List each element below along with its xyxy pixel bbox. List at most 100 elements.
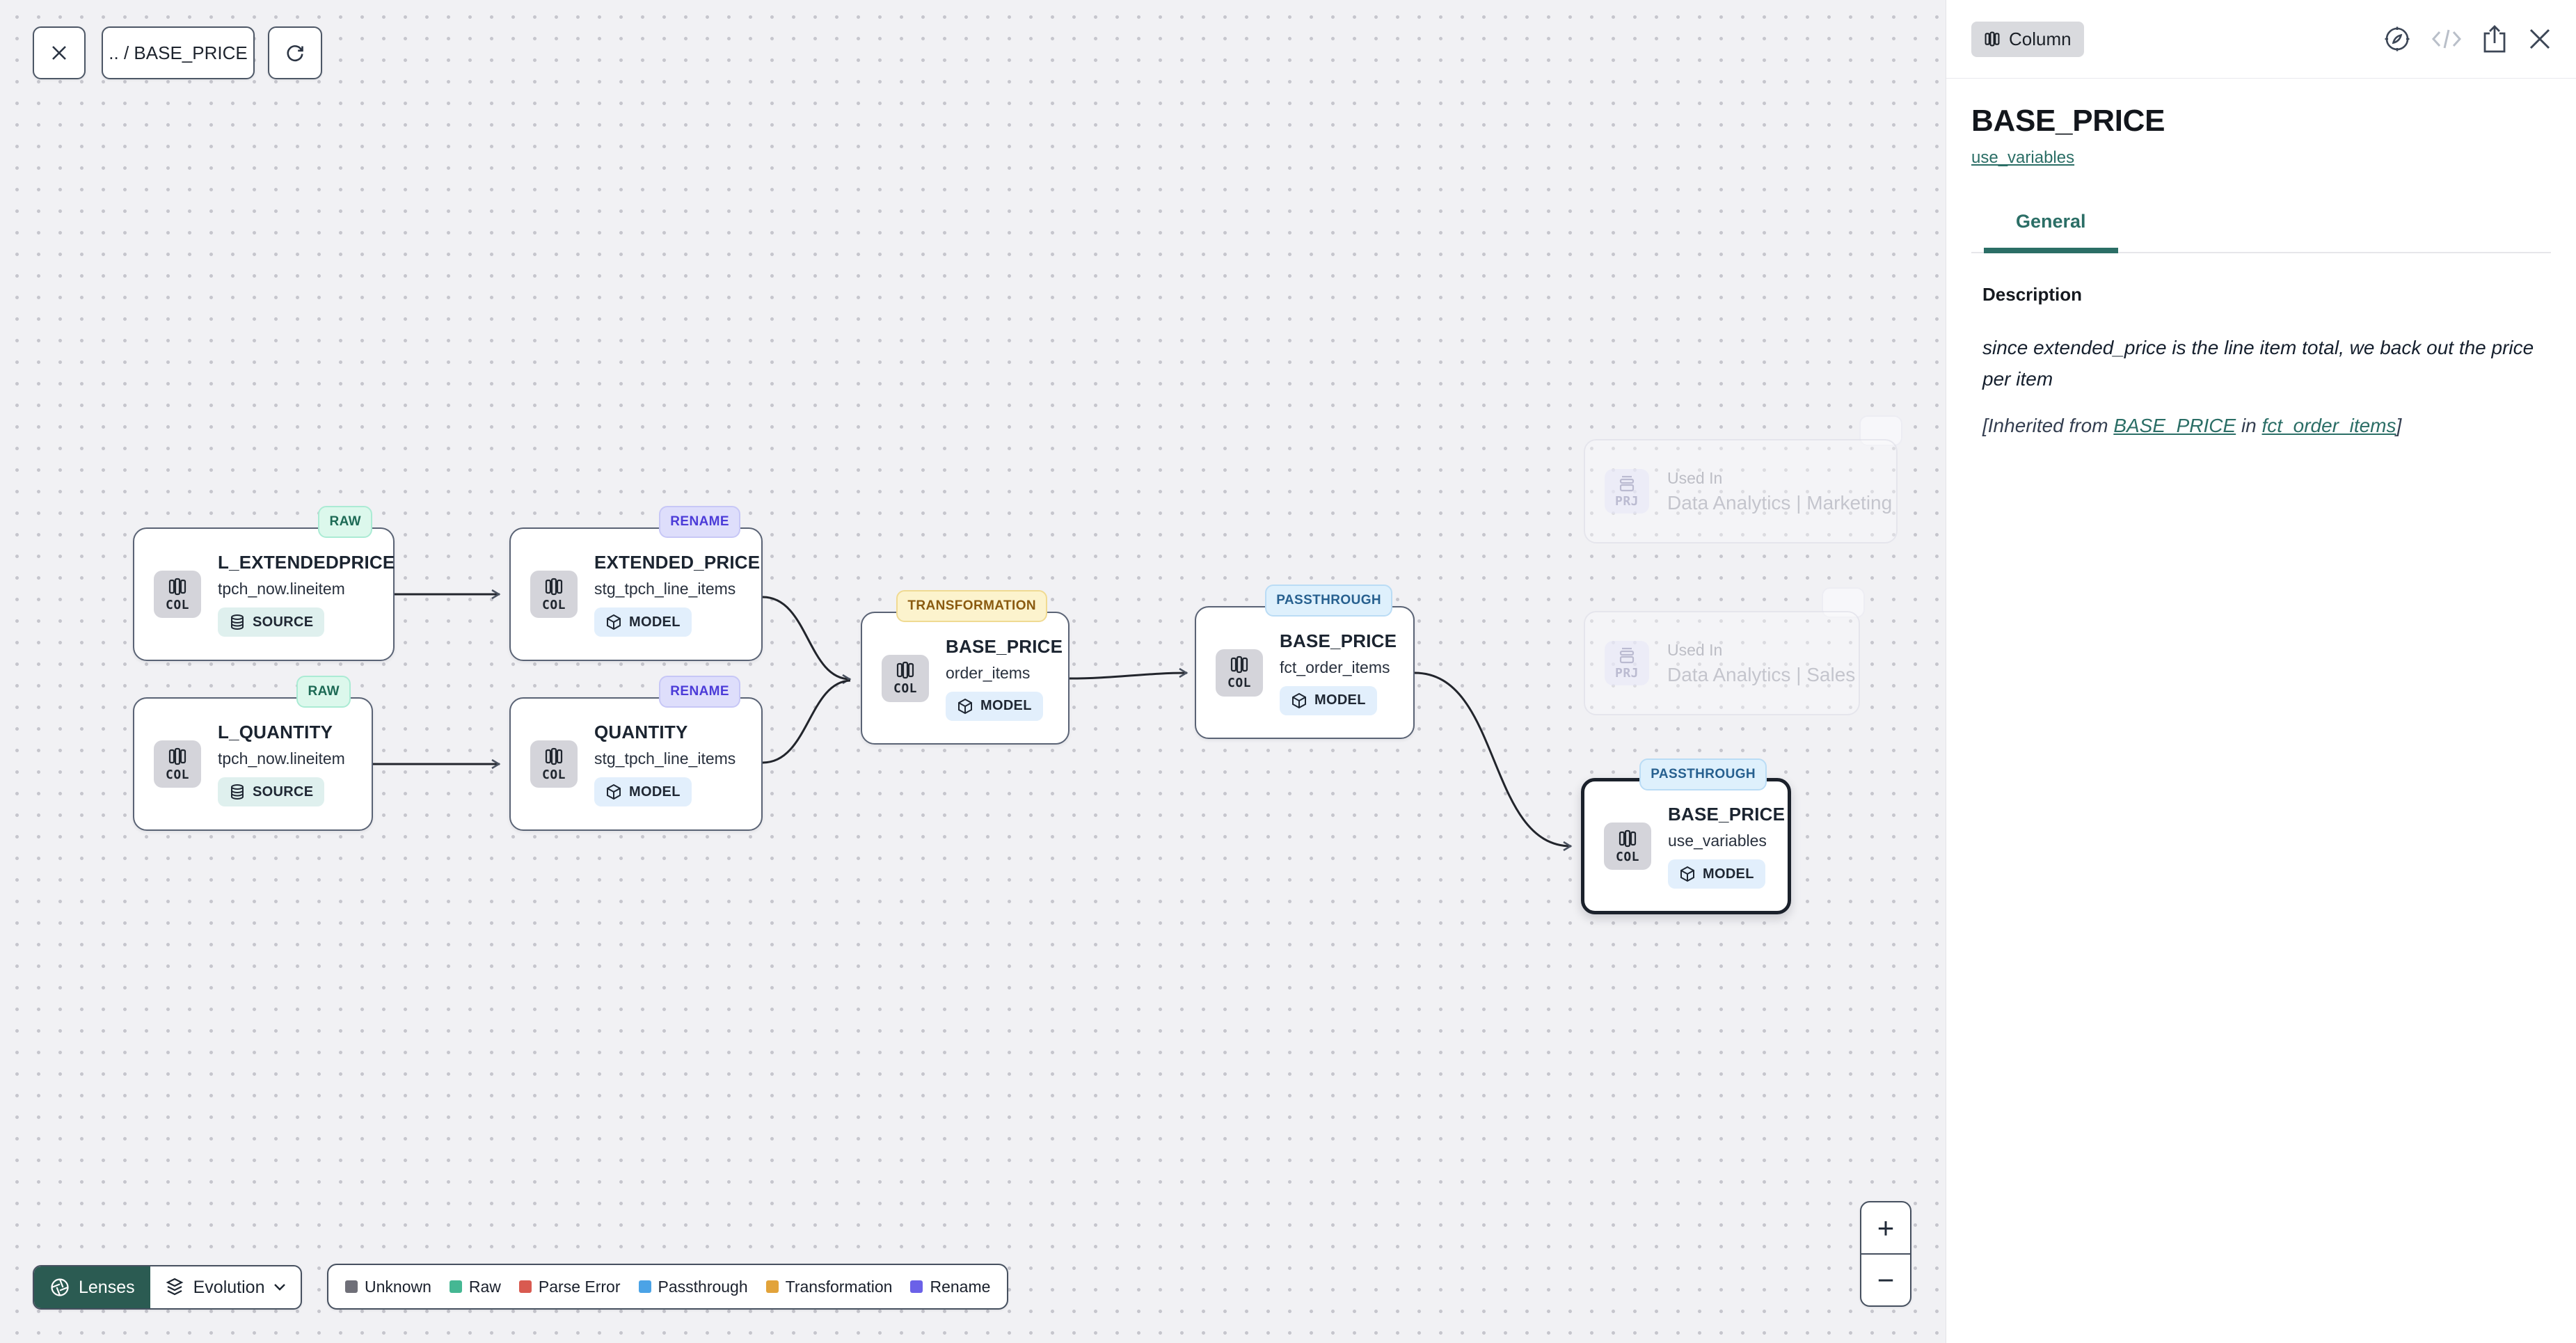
cube-icon [1291, 692, 1307, 709]
panel-body: BASE_PRICE use_variables General Descrip… [1946, 104, 2576, 437]
columns-icon [544, 747, 564, 766]
lineage-node-base-price-use-variables[interactable]: PASSTHROUGH COL BASE_PRICE use_variables… [1581, 778, 1791, 914]
kind-label: PRJ [1615, 666, 1639, 681]
status-badge-passthrough: PASSTHROUGH [1265, 585, 1392, 617]
zoom-out-button[interactable]: − [1861, 1255, 1910, 1305]
status-badge-transformation: TRANSFORMATION [896, 590, 1047, 622]
code-icon [2431, 27, 2462, 51]
legend-swatch-transformation [766, 1280, 779, 1293]
used-in-name: Data Analytics | Marketing [1667, 492, 1892, 514]
used-in-label: Used In [1667, 469, 1892, 488]
inherited-model-link[interactable]: fct_order_items [2262, 415, 2396, 436]
node-subtitle: use_variables [1668, 832, 1767, 850]
tab-general[interactable]: General [1984, 211, 2118, 253]
legend-swatch-parse-error [519, 1280, 532, 1293]
chevron-down-icon [273, 1282, 287, 1292]
legend-item: Rename [910, 1278, 990, 1296]
close-lineage-button[interactable] [33, 26, 86, 79]
code-button[interactable] [2431, 27, 2462, 51]
explore-button[interactable] [2383, 24, 2412, 54]
lineage-node-extended-price[interactable]: RENAME COL EXTENDED_PRICE stg_tpch_line_… [509, 527, 763, 661]
legend-item: Raw [450, 1278, 501, 1296]
compass-icon [2383, 24, 2412, 54]
column-kind-box: COL [154, 740, 201, 788]
close-icon [2527, 26, 2552, 51]
column-kind-box: COL [530, 571, 578, 618]
inherited-column-link[interactable]: BASE_PRICE [2113, 415, 2236, 436]
description-heading: Description [1982, 284, 2551, 305]
share-button[interactable] [2481, 24, 2508, 54]
model-badge: MODEL [594, 777, 692, 806]
column-kind-box: COL [1604, 823, 1651, 870]
type-label: SOURCE [253, 614, 313, 630]
columns-icon [896, 660, 915, 680]
zoom-in-button[interactable]: + [1861, 1202, 1910, 1255]
legend-item: Transformation [766, 1278, 893, 1296]
inherited-note: [Inherited from BASE_PRICE in fct_order_… [1982, 415, 2551, 437]
database-icon [229, 614, 246, 630]
node-title: BASE_PRICE [1668, 804, 1785, 825]
details-panel: Column [1946, 0, 2576, 1343]
legend-item: Passthrough [639, 1278, 748, 1296]
model-badge: MODEL [1668, 859, 1765, 889]
column-kind-box: COL [882, 655, 929, 702]
panel-header: Column [1946, 0, 2576, 79]
lineage-node-l-extendedprice[interactable]: RAW COL L_EXTENDEDPRICE tpch_now.lineite… [133, 527, 395, 661]
columns-icon [1984, 31, 2001, 47]
type-label: MODEL [1314, 692, 1366, 708]
lenses-button[interactable]: Lenses [34, 1266, 150, 1308]
model-badge: MODEL [946, 692, 1043, 721]
node-title: L_EXTENDEDPRICE [218, 552, 395, 573]
breadcrumb[interactable]: .. / BASE_PRICE [102, 26, 255, 79]
lens-select[interactable]: Evolution [150, 1266, 301, 1308]
kind-label: COL [542, 768, 566, 782]
type-label: MODEL [980, 698, 1032, 714]
model-link[interactable]: use_variables [1971, 148, 2074, 168]
lens-selected-label: Evolution [193, 1278, 265, 1298]
share-icon [2481, 24, 2508, 54]
kind-label: COL [1227, 676, 1251, 690]
node-subtitle: order_items [946, 664, 1030, 683]
lineage-node-base-price-fct-order-items[interactable]: PASSTHROUGH COL BASE_PRICE fct_order_ite… [1195, 606, 1415, 739]
source-badge: SOURCE [218, 607, 324, 637]
entity-type-label: Column [2009, 29, 2072, 50]
breadcrumb-label: .. / BASE_PRICE [109, 42, 247, 64]
node-title: BASE_PRICE [1280, 630, 1397, 652]
status-badge-rename: RENAME [659, 506, 740, 538]
kind-label: COL [893, 681, 917, 696]
legend-item: Unknown [345, 1278, 431, 1296]
inherited-suffix: ] [2396, 415, 2402, 436]
used-in-node-sales[interactable]: PRJ Used In Data Analytics | Sales [1584, 611, 1860, 715]
status-badge-rename: RENAME [659, 676, 740, 708]
columns-icon [544, 577, 564, 596]
model-badge: MODEL [1280, 686, 1377, 715]
node-title: EXTENDED_PRICE [594, 552, 760, 573]
node-subtitle: tpch_now.lineitem [218, 580, 345, 598]
used-in-name: Data Analytics | Sales [1667, 664, 1855, 686]
status-badge-raw: RAW [318, 506, 372, 538]
node-subtitle: stg_tpch_line_items [594, 749, 736, 768]
refresh-button[interactable] [268, 26, 322, 79]
panel-title: BASE_PRICE [1971, 104, 2551, 138]
project-kind-icon: PRJ [1605, 641, 1649, 685]
close-panel-button[interactable] [2527, 26, 2552, 51]
inherited-prefix: [Inherited from [1982, 415, 2113, 436]
lenses-label: Lenses [79, 1278, 135, 1298]
source-badge: SOURCE [218, 777, 324, 806]
lineage-node-l-quantity[interactable]: RAW COL L_QUANTITY tpch_now.lineitem SOU… [133, 697, 373, 831]
kind-label: COL [166, 768, 189, 782]
legend-swatch-unknown [345, 1280, 358, 1293]
lineage-node-base-price-order-items[interactable]: TRANSFORMATION COL BASE_PRICE order_item… [861, 612, 1070, 745]
used-in-node-marketing[interactable]: PRJ Used In Data Analytics | Marketing [1584, 439, 1898, 543]
cube-icon [1679, 866, 1696, 882]
columns-icon [168, 747, 187, 766]
close-icon [49, 42, 70, 63]
lineage-node-quantity[interactable]: RENAME COL QUANTITY stg_tpch_line_items … [509, 697, 763, 831]
database-icon [229, 784, 246, 800]
node-subtitle: fct_order_items [1280, 658, 1390, 677]
type-label: SOURCE [253, 784, 313, 800]
type-label: MODEL [629, 614, 681, 630]
columns-icon [168, 577, 187, 596]
columns-icon [1230, 655, 1249, 674]
